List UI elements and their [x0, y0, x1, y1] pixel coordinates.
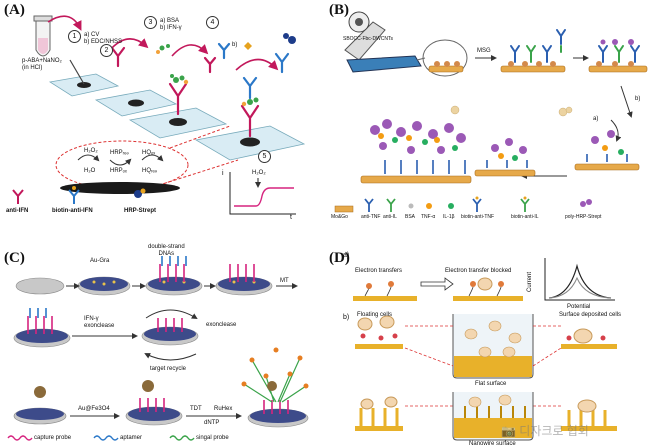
panel-d: (D) a) — [325, 226, 650, 448]
step-3-badge: 3 — [144, 16, 157, 29]
legend-anti-il: anti-IL — [383, 214, 397, 220]
etb-label: Electron transfer blocked — [445, 268, 512, 274]
panel-d-illustration — [353, 258, 617, 441]
step-b-label: b) — [635, 96, 641, 102]
floating-cells-label: Floating cells — [357, 312, 393, 318]
deposited-cells-label: Surface deposited cells — [559, 312, 622, 318]
panel-a: (A) — [0, 0, 320, 222]
panel-c-illustration — [7, 256, 309, 441]
legend-tnf: TNF-α — [421, 214, 436, 220]
inset-hq-red: HQᵣₑₔ — [142, 168, 157, 174]
exonuclease-label: exonclease — [206, 322, 237, 328]
inset-h2o2: H₂O₂ — [84, 148, 98, 154]
tdt-label: TDT — [190, 406, 202, 412]
legend-aptamer: aptamer — [120, 435, 143, 441]
ifn-label: IFN-γ exonclease — [84, 316, 115, 329]
flat-surface-label: Flat surface — [475, 381, 507, 387]
step-4b-label: b) — [232, 42, 238, 48]
tube-label: p-ABA+NaNO₂ (in HCl) — [22, 58, 62, 71]
curve-y-label: i — [222, 170, 224, 177]
recycle-label: target recycle — [150, 366, 187, 372]
panel-c: (C) — [0, 226, 322, 448]
dntp-label: dNTP — [204, 420, 220, 426]
legend-biotin-anti-tnf: biotin-anti-TNF — [461, 214, 495, 220]
panel-c-label: (C) — [4, 250, 25, 266]
curve-h2o2: H₂O₂ — [252, 170, 266, 176]
legend-hrp-strept: HRP-Strept — [124, 208, 157, 214]
ruhex-label: RuHex — [214, 406, 233, 412]
legend-capture-probe: capture probe — [34, 435, 72, 441]
legend-anti-tnf: anti-TNF — [361, 214, 381, 220]
legend-anti-ifn: anti-IFN — [6, 208, 29, 214]
panel-b-label: (B) — [329, 2, 349, 18]
legend-poly-hrp: poly-HRP-Strept — [565, 214, 602, 220]
potential-axis-label: Potential — [567, 304, 591, 310]
step-1-label: a) CV b) EDC/NHSS — [84, 32, 123, 45]
msg-label: MSG — [477, 48, 491, 54]
sub-a-label: a) — [343, 252, 350, 259]
legend-mogo: Mo&Go — [331, 214, 348, 220]
inset-hrp-ox: HRPₒₓ — [110, 168, 127, 174]
panel-a-illustration — [12, 15, 306, 215]
step-1-badge: 1 — [68, 30, 81, 43]
step-2-badge: 2 — [100, 44, 113, 57]
electrode-label: SBOCC-Fbc-DWCNTs — [343, 36, 393, 42]
current-axis-label: Current — [527, 271, 533, 292]
step-a-label: a) — [593, 116, 599, 122]
mt-label: MT — [280, 278, 289, 284]
panel-d-label: (D) — [329, 250, 350, 266]
legend-biotin-anti-ifn: biotin-anti-IFN — [52, 208, 93, 214]
legend-bsa: BSA — [405, 214, 416, 220]
legend-signal-probe: singal probe — [196, 435, 229, 441]
au-gra-label: Au-Gra — [90, 258, 110, 264]
step-3-label: a) BSA b) IFN-γ — [160, 18, 182, 31]
step-5-badge: 5 — [258, 150, 271, 163]
legend-biotin-anti-il: biotin-anti-IL — [511, 214, 539, 220]
nanowire-surface-label: Nanowire surface — [469, 441, 516, 447]
inset-h2o: H₂O — [84, 168, 96, 174]
dsdna-label: double-strand DNAs — [148, 244, 185, 257]
panel-b: (B) — [325, 0, 650, 222]
panel-b-illustration — [334, 11, 648, 213]
aufe-label: Au@Fe3O4 — [78, 406, 110, 412]
inset-hrp-red: HRPᵣₑₔ — [110, 150, 129, 156]
inset-hq-ox: HQₒₓ — [142, 150, 156, 156]
legend-il: IL-1β — [443, 214, 455, 220]
step-4-badge: 4 — [206, 16, 219, 29]
panel-a-label: (A) — [4, 2, 25, 18]
curve-x-label: t — [290, 214, 292, 221]
sub-b-label: b) — [343, 314, 350, 321]
watermark: 📷 디자크로 협회 — [501, 424, 589, 438]
et-label: Electron transfers — [355, 268, 403, 274]
